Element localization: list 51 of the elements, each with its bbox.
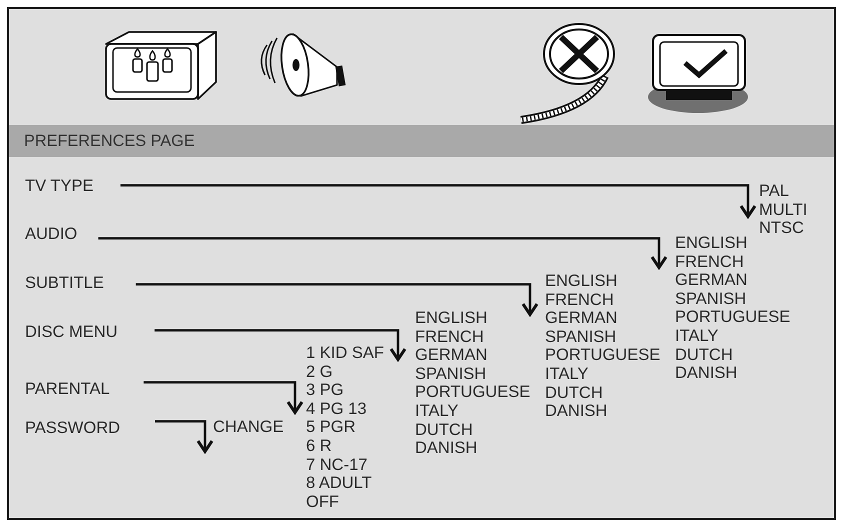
option-label: PORTUGUESE: [675, 308, 790, 327]
option-label: 6 R: [306, 436, 333, 456]
option-label: GERMAN: [415, 346, 488, 365]
page-heading: PREFERENCES PAGE: [24, 131, 195, 152]
option-label: ITALY: [675, 326, 720, 346]
option-label: DANISH: [415, 439, 478, 458]
header-band: [9, 125, 834, 157]
option-label: SPANISH: [415, 364, 488, 384]
option-label: 4 PG 13: [306, 400, 368, 418]
menu-label: SUBTITLE: [25, 274, 104, 293]
menu-label: DISC MENU: [25, 323, 118, 342]
option-label: FRENCH: [415, 328, 485, 346]
option-label: GERMAN: [675, 271, 748, 290]
option-label: PORTUGUESE: [415, 383, 530, 402]
option-label: OFF: [306, 492, 340, 512]
option-label: 5 PGR: [306, 418, 357, 437]
option-label: ENGLISH: [415, 309, 488, 328]
option-label: NTSC: [759, 219, 805, 238]
option-label: 7 NC-17: [306, 456, 368, 474]
option-label: DUTCH: [415, 420, 474, 440]
option-label: SPANISH: [545, 328, 618, 346]
arrow: [144, 381, 304, 414]
arrow: [120, 184, 756, 218]
option-label: GERMAN: [545, 309, 618, 328]
option-label: DUTCH: [545, 384, 604, 402]
option-label: DANISH: [675, 364, 738, 383]
option-label: FRENCH: [675, 252, 745, 272]
option-label: PORTUGUESE: [545, 346, 660, 365]
option-label: ITALY: [415, 402, 460, 421]
option-label: DANISH: [545, 402, 608, 421]
arrow: [155, 420, 214, 453]
option-label: ITALY: [545, 364, 590, 384]
option-label: 1 KID SAF: [306, 344, 384, 363]
menu-label: PARENTAL: [25, 380, 110, 399]
option-label: PAL: [759, 182, 790, 201]
option-label: SPANISH: [675, 290, 748, 308]
option-label: ENGLISH: [545, 272, 618, 291]
menu-label: AUDIO: [25, 225, 78, 244]
arrow: [154, 329, 406, 361]
arrow: [136, 283, 538, 316]
option-label: CHANGE: [213, 418, 284, 437]
option-label: 3 PG: [306, 381, 345, 400]
option-label: MULTI: [759, 200, 808, 220]
option-label: 8 ADULT: [306, 474, 373, 493]
option-label: FRENCH: [545, 290, 615, 310]
option-label: ENGLISH: [675, 234, 748, 253]
menu-label: PASSWORD: [25, 419, 120, 438]
option-label: 2 G: [306, 362, 334, 382]
option-label: DUTCH: [675, 346, 734, 364]
arrow: [98, 237, 668, 269]
menu-label: TV TYPE: [25, 177, 94, 196]
